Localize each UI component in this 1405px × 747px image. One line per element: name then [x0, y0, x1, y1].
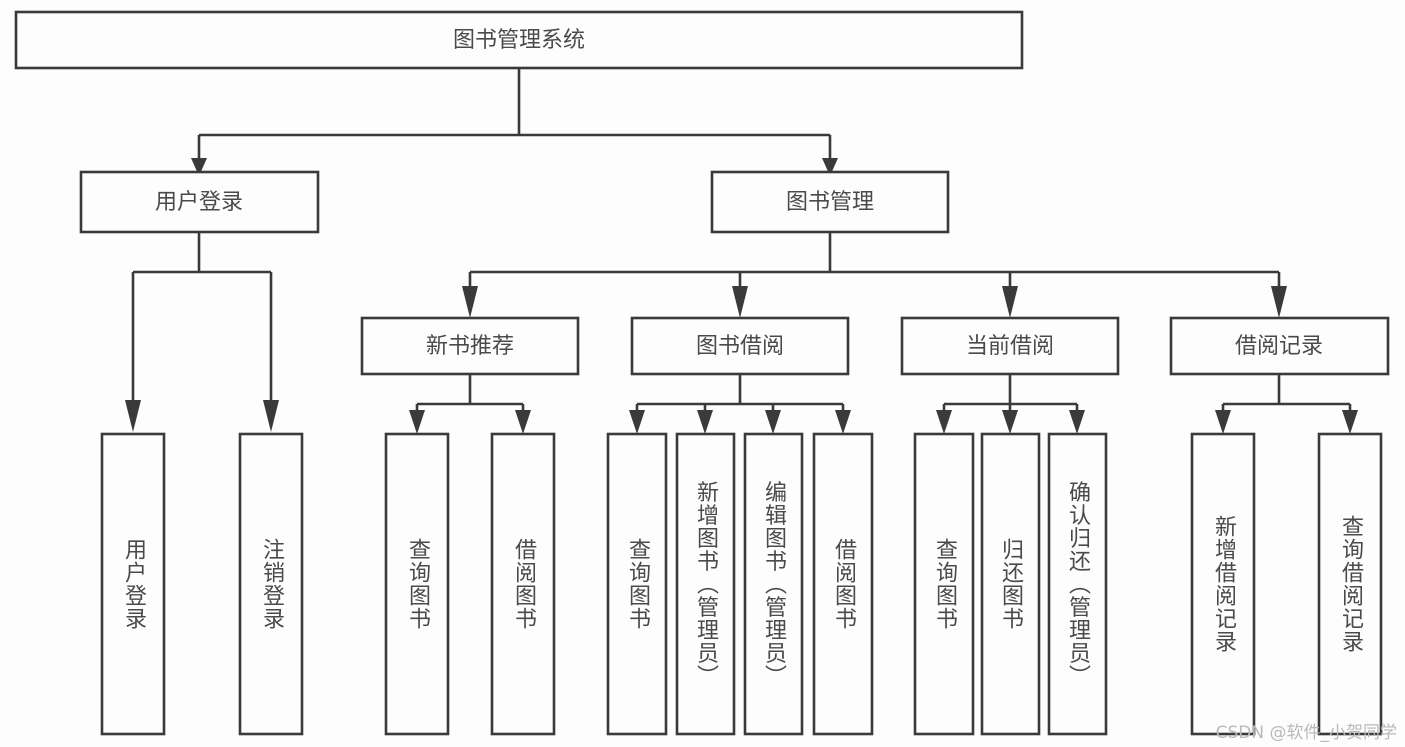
node-user-login[interactable]: 用户登录: [79, 170, 320, 234]
node-current-borrow-box[interactable]: [900, 316, 1120, 376]
node-borrow-record-label: 借阅记录: [1235, 334, 1323, 359]
node-current-borrow-label: 当前借阅: [966, 334, 1054, 359]
leaf-query-book-2-box[interactable]: [606, 432, 668, 736]
leaf-borrow-book-2-box[interactable]: [812, 432, 874, 736]
leaf-borrow-book-1-box[interactable]: [490, 432, 556, 736]
node-new-book-recommend[interactable]: 新书推荐: [360, 316, 580, 376]
leaf-edit-book-label: 编辑图书（管理员）: [761, 481, 787, 688]
node-current-borrow[interactable]: 当前借阅: [900, 316, 1120, 376]
node-book-borrow-box[interactable]: [630, 316, 850, 376]
node-book-manage[interactable]: 图书管理: [710, 170, 950, 234]
leaf-confirm-return-box[interactable]: [1047, 432, 1108, 736]
node-book-borrow-label: 图书借阅: [696, 334, 784, 359]
leaf-return-book[interactable]: 归还图书: [980, 432, 1041, 736]
leaf-add-book-box[interactable]: [675, 432, 736, 736]
node-root-box[interactable]: [14, 10, 1024, 70]
leaf-query-record-box[interactable]: [1317, 432, 1383, 736]
leaf-query-book-1[interactable]: 查询图书: [384, 432, 450, 736]
leaf-return-book-box[interactable]: [980, 432, 1041, 736]
arrowhead-book-borrow: [732, 286, 748, 318]
arrowhead-leaf-return-book: [1002, 410, 1018, 434]
leaf-borrow-book-1-label: 借阅图书: [511, 538, 537, 630]
leaf-query-book-3[interactable]: 查询图书: [913, 432, 975, 736]
leaf-user-login-box[interactable]: [100, 432, 166, 736]
leaf-query-book-1-label: 查询图书: [405, 538, 431, 630]
leaf-add-book[interactable]: 新增图书（管理员）: [675, 432, 736, 736]
leaf-query-book-2[interactable]: 查询图书: [606, 432, 668, 736]
node-root[interactable]: 图书管理系统: [14, 10, 1024, 70]
leaf-query-book-1-box[interactable]: [384, 432, 450, 736]
leaf-borrow-book-2[interactable]: 借阅图书: [812, 432, 874, 736]
node-borrow-record[interactable]: 借阅记录: [1169, 316, 1390, 376]
arrowhead-new-book-recommend: [462, 286, 478, 318]
leaf-query-record[interactable]: 查询借阅记录: [1317, 432, 1383, 736]
node-new-book-recommend-label: 新书推荐: [426, 334, 514, 359]
arrowhead-leaf-add-book: [697, 410, 713, 434]
leaf-query-record-label: 查询借阅记录: [1338, 515, 1364, 653]
leaf-confirm-return[interactable]: 确认归还（管理员）: [1047, 432, 1108, 736]
arrowhead-leaf-query-book-2: [629, 410, 645, 434]
arrowhead-current-borrow: [1002, 286, 1018, 318]
arrowhead-borrow-record: [1271, 286, 1287, 318]
node-book-manage-box[interactable]: [710, 170, 950, 234]
node-borrow-record-box[interactable]: [1169, 316, 1390, 376]
node-book-manage-label: 图书管理: [786, 190, 874, 215]
leaf-logout-login-box[interactable]: [238, 432, 304, 736]
node-new-book-recommend-box[interactable]: [360, 316, 580, 376]
leaf-logout-login-label: 注销登录: [259, 538, 285, 630]
arrowhead-leaf-confirm-return: [1069, 410, 1085, 434]
node-root-label: 图书管理系统: [453, 28, 585, 53]
leaf-add-record-label: 新增借阅记录: [1211, 515, 1237, 653]
arrowhead-leaf-logout-login: [263, 400, 279, 432]
arrowhead-bookmanage: [822, 158, 838, 176]
leaf-add-record-box[interactable]: [1190, 432, 1256, 736]
arrowhead-leaf-query-record: [1342, 410, 1358, 434]
leaf-logout-login[interactable]: 注销登录: [238, 432, 304, 736]
leaf-query-book-3-label: 查询图书: [932, 538, 958, 630]
leaf-user-login[interactable]: 用户登录: [100, 432, 166, 736]
leaf-edit-book[interactable]: 编辑图书（管理员）: [743, 432, 804, 736]
arrowhead-leaf-edit-book: [765, 410, 781, 434]
node-user-login-label: 用户登录: [155, 190, 243, 215]
leaf-edit-book-box[interactable]: [743, 432, 804, 736]
leaf-borrow-book-2-label: 借阅图书: [831, 538, 857, 630]
leaf-query-book-3-box[interactable]: [913, 432, 975, 736]
leaf-query-book-2-label: 查询图书: [625, 538, 651, 630]
leaf-add-book-label: 新增图书（管理员）: [693, 481, 719, 688]
arrowhead-leaf-borrow-book-2: [835, 410, 851, 434]
arrowhead-userlogin: [191, 158, 207, 176]
arrowhead-leaf-query-book-3: [936, 410, 952, 434]
arrowhead-leaf-borrow-book-1: [515, 410, 531, 434]
leaf-return-book-label: 归还图书: [998, 538, 1024, 630]
leaf-confirm-return-label: 确认归还（管理员）: [1065, 481, 1091, 688]
connector-layer: [125, 68, 1358, 434]
leaf-add-record[interactable]: 新增借阅记录: [1190, 432, 1256, 736]
arrowhead-leaf-user-login: [125, 400, 141, 432]
arrowhead-leaf-add-record: [1215, 410, 1231, 434]
node-book-borrow[interactable]: 图书借阅: [630, 316, 850, 376]
arrowhead-leaf-query-book-1: [409, 410, 425, 434]
node-user-login-box[interactable]: [79, 170, 320, 234]
leaf-user-login-label: 用户登录: [121, 538, 147, 630]
leaf-borrow-book-1[interactable]: 借阅图书: [490, 432, 556, 736]
